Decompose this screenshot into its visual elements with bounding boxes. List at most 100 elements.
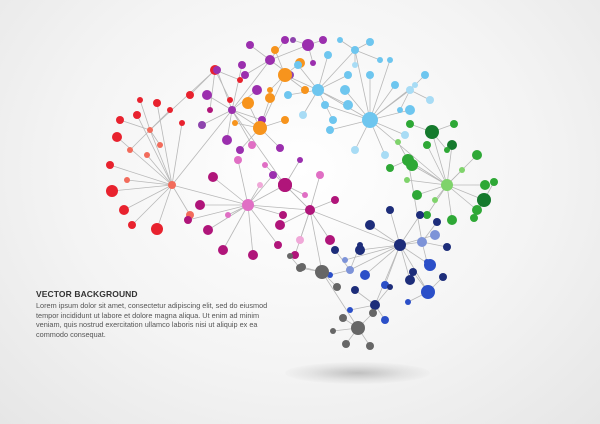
network-node — [319, 36, 327, 44]
network-link — [231, 59, 271, 111]
network-node — [405, 299, 411, 305]
network-link — [369, 59, 391, 121]
network-node — [198, 121, 206, 129]
network-hub-node — [278, 68, 292, 82]
network-node — [227, 97, 233, 103]
network-node — [267, 87, 273, 93]
network-node — [339, 314, 347, 322]
network-link — [407, 159, 423, 243]
network-link — [354, 49, 371, 121]
network-link — [149, 129, 161, 146]
network-node — [387, 284, 393, 290]
network-node — [291, 251, 299, 259]
network-node — [459, 167, 465, 173]
network-link — [384, 244, 401, 286]
network-hub-node — [417, 237, 427, 247]
network-node — [310, 60, 316, 66]
network-node — [329, 116, 337, 124]
network-node — [470, 214, 478, 222]
network-link — [247, 204, 284, 216]
network-link — [123, 184, 173, 211]
network-node — [106, 161, 114, 169]
network-hub-node — [477, 193, 491, 207]
network-node — [279, 211, 287, 219]
network-link — [231, 109, 286, 186]
network-node — [343, 100, 353, 110]
network-hub-node — [406, 86, 414, 94]
network-link — [247, 184, 286, 206]
network-node — [179, 120, 185, 126]
network-hub-node — [147, 127, 153, 133]
network-link — [189, 69, 216, 96]
network-link — [171, 184, 191, 216]
network-link — [411, 164, 448, 186]
network-node — [330, 328, 336, 334]
network-node — [426, 96, 434, 104]
network-node — [386, 206, 394, 214]
network-node — [366, 71, 374, 79]
network-link — [294, 209, 311, 256]
network-node — [369, 309, 377, 317]
network-link — [171, 122, 183, 186]
network-link — [119, 119, 151, 131]
network-node — [432, 197, 438, 203]
network-link — [369, 224, 401, 246]
network-link — [399, 214, 421, 246]
network-node — [366, 38, 374, 46]
network-node — [265, 93, 275, 103]
network-node — [366, 342, 374, 350]
network-link — [111, 184, 173, 192]
network-node — [430, 230, 440, 240]
network-node — [404, 177, 410, 183]
caption-line: Lorem ipsum dolor sit amet, consectetur … — [36, 301, 268, 310]
network-hub-node — [441, 179, 453, 191]
network-node — [352, 62, 358, 68]
caption-block: VECTOR BACKGROUND Lorem ipsum dolor sit … — [36, 289, 286, 339]
network-link — [212, 176, 249, 206]
network-node — [234, 156, 242, 164]
network-hub-node — [394, 239, 406, 251]
network-link — [149, 129, 173, 186]
network-node — [433, 218, 441, 226]
network-node — [342, 257, 348, 263]
network-link — [146, 154, 173, 186]
network-link — [354, 49, 381, 61]
network-node — [222, 135, 232, 145]
network-node — [490, 178, 498, 186]
network-node — [207, 107, 213, 113]
network-link — [136, 114, 173, 186]
network-hub-node — [253, 121, 267, 135]
network-node — [151, 223, 163, 235]
network-node — [127, 147, 133, 153]
network-node — [391, 81, 399, 89]
network-node — [218, 245, 228, 255]
network-node — [271, 46, 279, 54]
network-node — [242, 97, 254, 109]
network-node — [424, 259, 430, 265]
network-node — [395, 139, 401, 145]
network-node — [450, 120, 458, 128]
network-node — [287, 253, 293, 259]
network-node — [195, 200, 205, 210]
network-link — [149, 109, 171, 131]
network-link — [406, 179, 448, 186]
network-node — [472, 150, 482, 160]
network-hub-node — [168, 181, 176, 189]
network-node — [331, 246, 339, 254]
network-node — [412, 82, 418, 88]
network-node — [357, 242, 363, 248]
network-link — [426, 144, 448, 186]
network-node — [301, 86, 309, 94]
network-link — [321, 271, 359, 329]
network-node — [144, 152, 150, 158]
network-node — [112, 132, 122, 142]
network-link — [171, 184, 249, 206]
network-link — [344, 244, 401, 261]
network-hub-node — [265, 55, 275, 65]
network-node — [106, 185, 118, 197]
network-link — [216, 69, 233, 111]
network-link — [269, 44, 309, 61]
network-link — [116, 136, 173, 186]
network-node — [360, 270, 370, 280]
